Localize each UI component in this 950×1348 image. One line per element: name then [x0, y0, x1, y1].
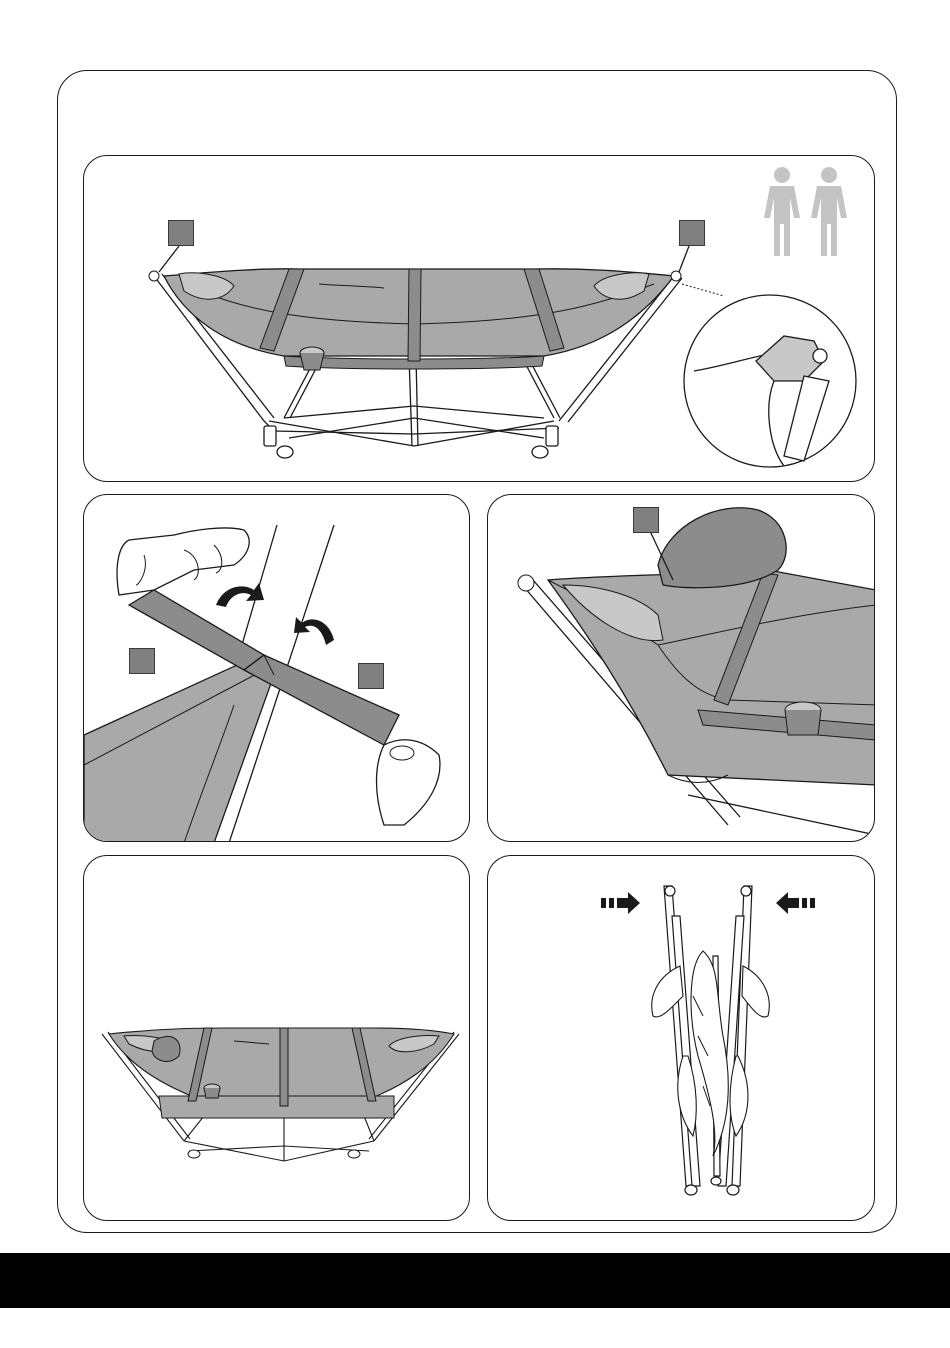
marker-pillow [633, 507, 659, 533]
pillow-attachment-illustration [488, 495, 875, 842]
assembled-hammock-illustration [84, 856, 470, 1221]
marker-left [168, 220, 194, 246]
two-persons-icon [764, 167, 847, 256]
step-panel-assembled-view [83, 855, 470, 1221]
dashed-arrow-right-icon [601, 892, 640, 914]
step-panel-attach-strap [83, 494, 470, 842]
curved-arrow-icon [216, 583, 334, 645]
marker-strap-right [358, 663, 384, 689]
marker-right [679, 220, 705, 246]
step-panel-assemble-hammock [83, 155, 875, 482]
folded-frame-illustration [488, 856, 875, 1221]
page-footer-bar [0, 1253, 950, 1308]
step-panel-attach-pillow [487, 494, 875, 842]
marker-strap-left [129, 648, 155, 674]
dashed-arrow-left-icon [776, 892, 815, 914]
hammock-assembly-illustration [84, 156, 875, 482]
step-panel-fold-frame [487, 855, 875, 1221]
